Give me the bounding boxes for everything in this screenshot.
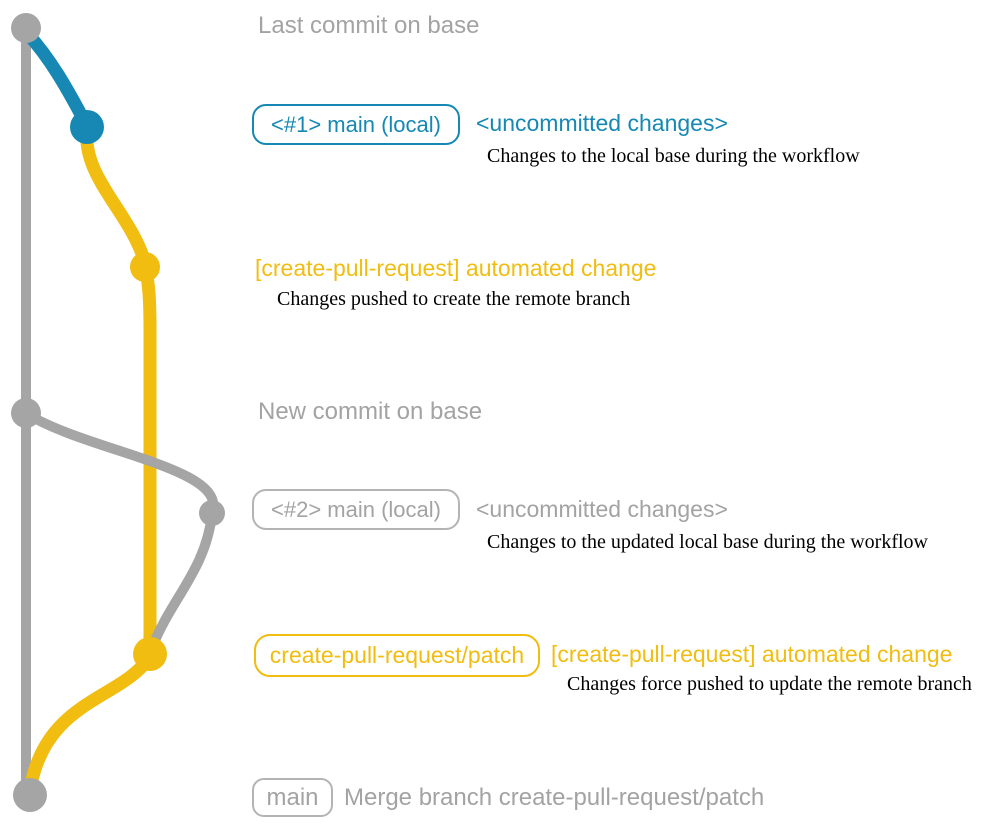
commit-node-main-local-2 [199, 500, 225, 526]
commit-node-last-base [11, 13, 41, 43]
commit-node-new-base [11, 398, 41, 428]
updated-local-branch-line-2 [147, 509, 217, 653]
badge-main-local-1: <#1> main (local) [252, 104, 460, 145]
label-new-commit-on-base: New commit on base [258, 398, 483, 425]
patch-branch-line-upper [80, 125, 157, 659]
label-last-commit-on-base: Last commit on base [258, 12, 480, 39]
caption-updated-local-base-changes: Changes to the updated local base during… [487, 531, 928, 553]
caption-changes-pushed: Changes pushed to create the remote bran… [277, 288, 631, 310]
caption-local-base-changes: Changes to the local base during the wor… [487, 145, 860, 167]
badge-create-pull-request-patch: create-pull-request/patch [254, 634, 540, 677]
badge-main-local-2: <#2> main (local) [252, 489, 460, 530]
heading-automated-change-2: [create-pull-request] automated change [551, 641, 953, 667]
local-main-branch-line [20, 26, 93, 131]
updated-local-branch-line [22, 409, 219, 517]
commit-node-automated-change-1 [130, 252, 160, 282]
patch-branch-merge-line [23, 651, 156, 797]
commit-node-automated-change-2 [133, 637, 167, 671]
heading-automated-change-1: [create-pull-request] automated change [255, 255, 657, 281]
badge-main: main [252, 778, 333, 817]
commit-node-merge [13, 778, 47, 812]
status-uncommitted-changes-2: <uncommitted changes> [476, 496, 728, 522]
caption-changes-force-pushed: Changes force pushed to update the remot… [567, 673, 972, 695]
status-uncommitted-changes-1: <uncommitted changes> [476, 110, 728, 136]
commit-node-main-local-1 [70, 110, 104, 144]
label-merge-branch: Merge branch create-pull-request/patch [344, 784, 765, 811]
